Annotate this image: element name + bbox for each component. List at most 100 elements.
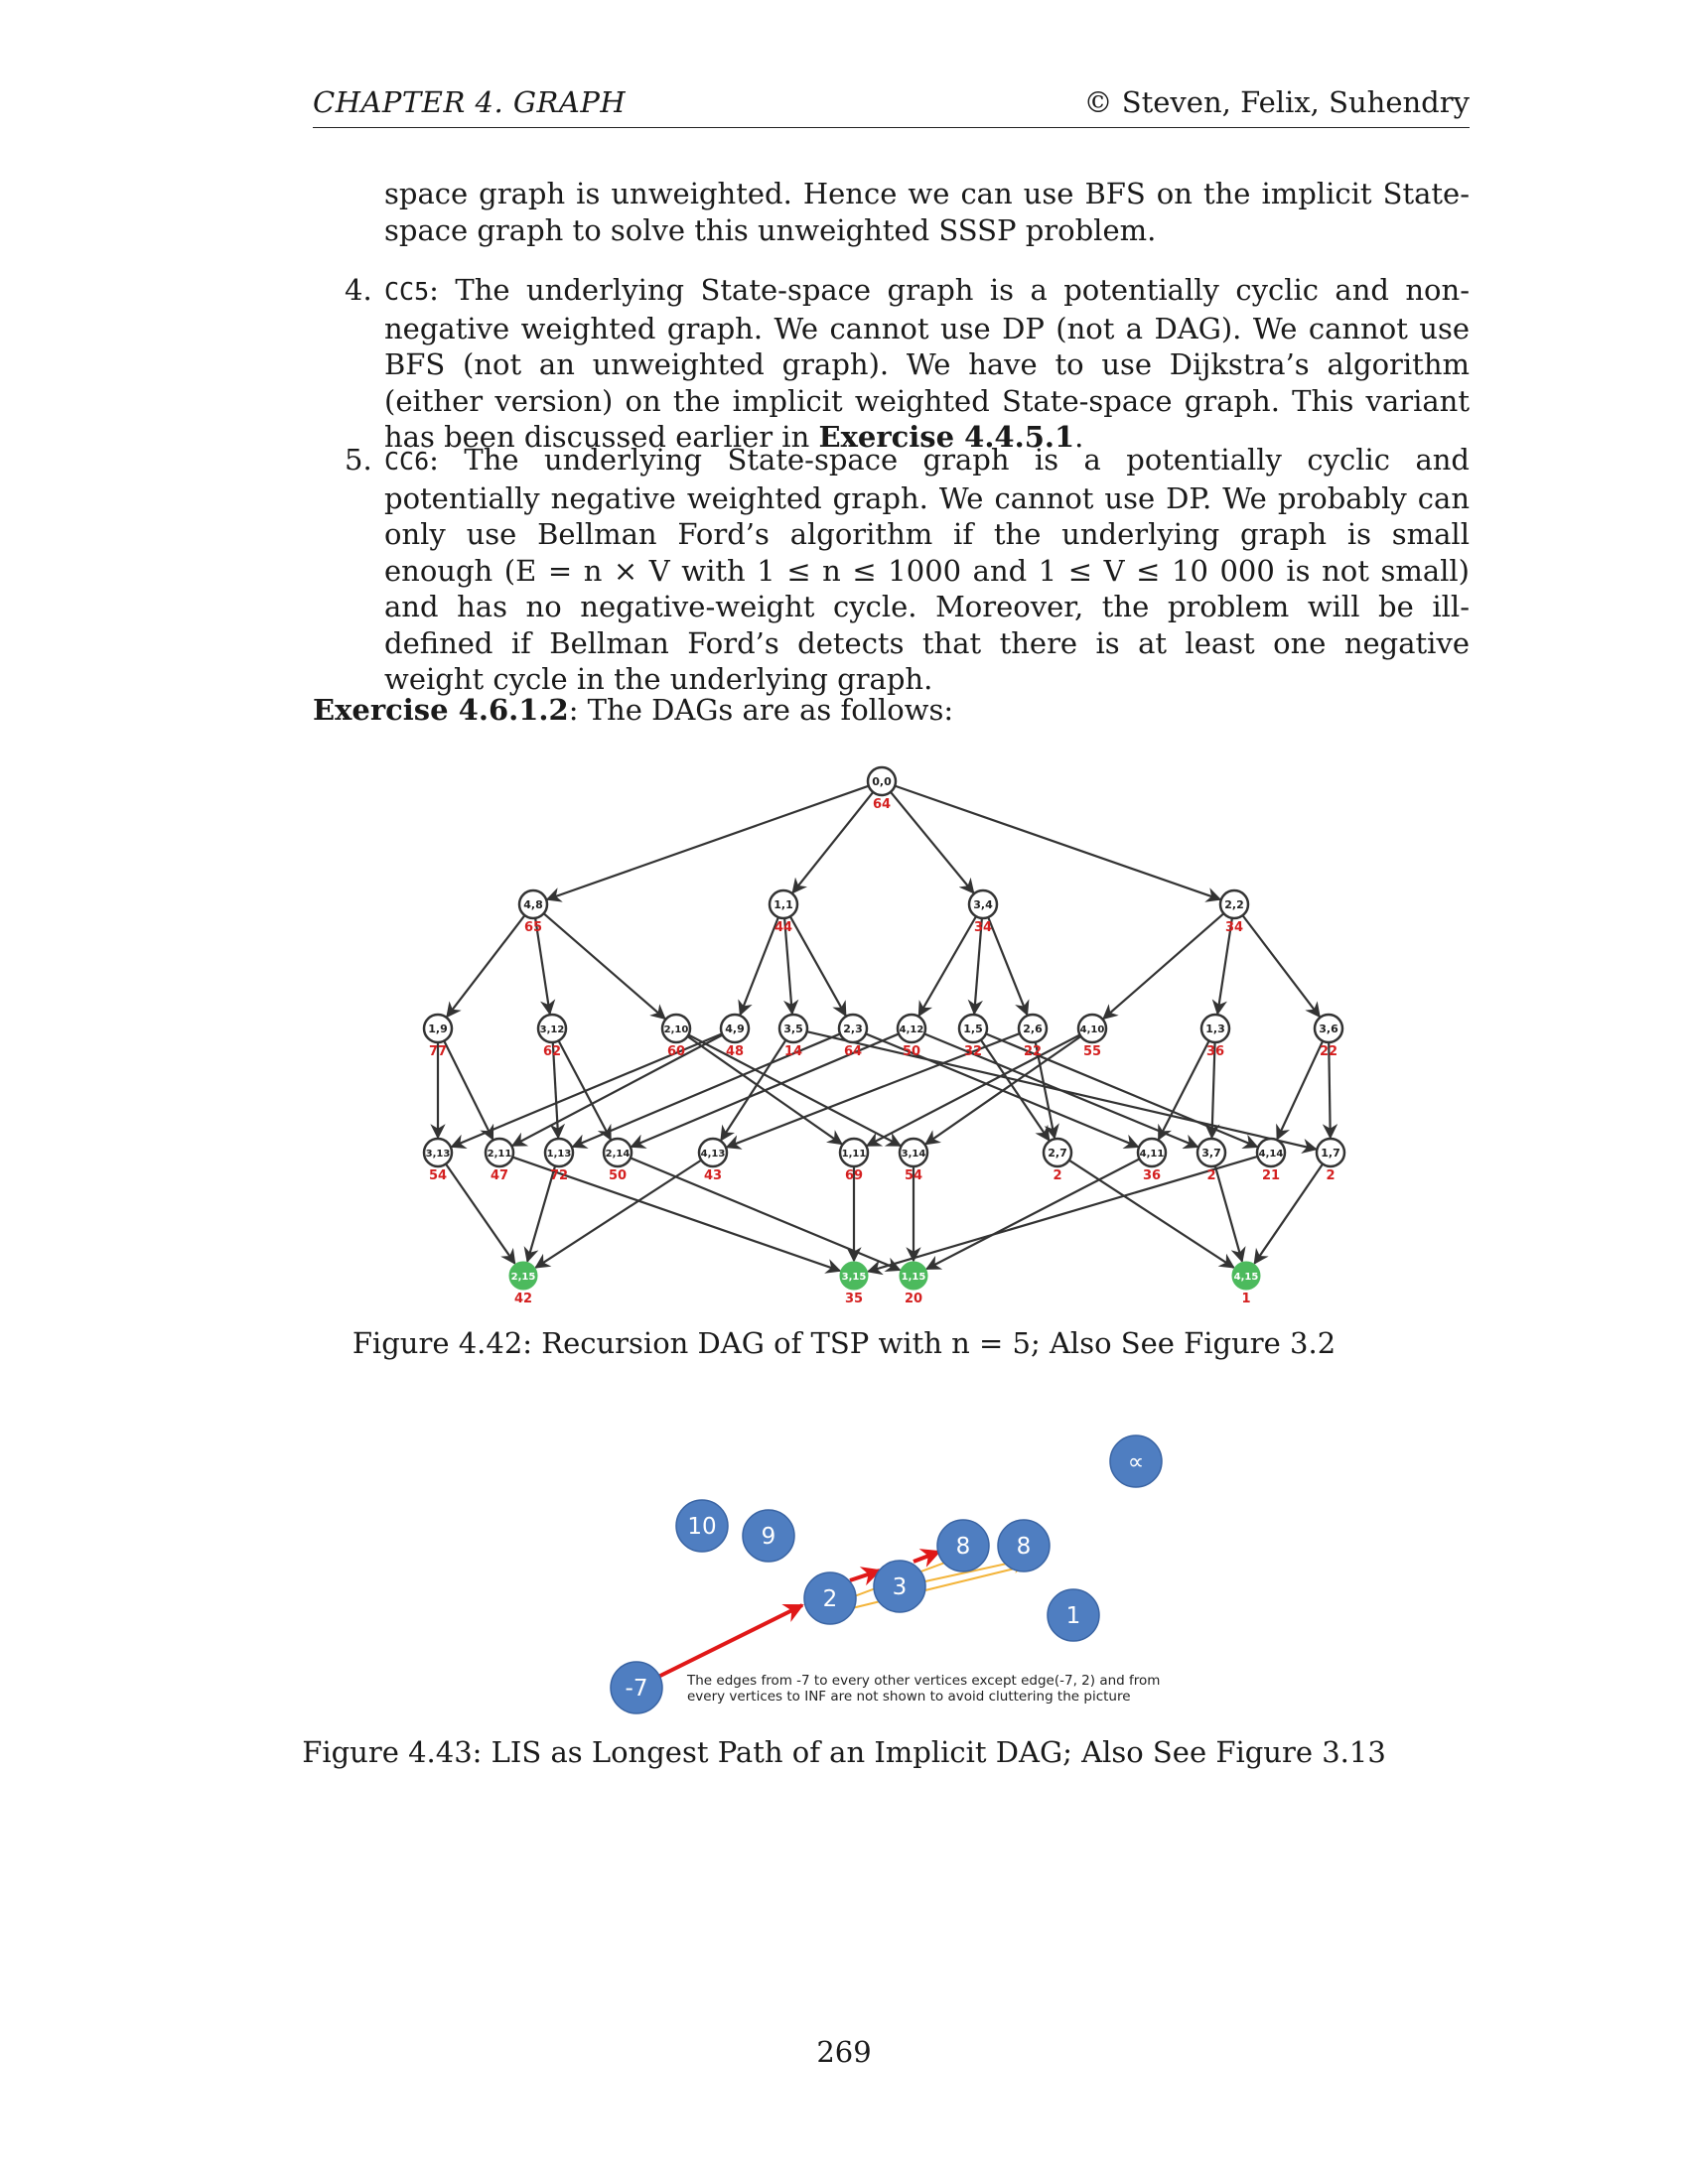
dag-node: 1,3 36	[1199, 1013, 1231, 1059]
dag-edge	[1068, 1159, 1235, 1269]
dag-node-circle	[1076, 1013, 1108, 1044]
lis-edge	[657, 1603, 804, 1679]
copyright-notice: © Steven, Felix, Suhendry	[1083, 85, 1470, 119]
dag-node: 4,948	[719, 1013, 751, 1059]
lis-node: 8	[936, 1519, 990, 1572]
lis-node-circle	[1047, 1588, 1100, 1642]
dag-node-label: 4,11	[1140, 1149, 1165, 1160]
dag-node-value: 50	[903, 1044, 920, 1059]
lis-node: ∝	[1109, 1434, 1163, 1488]
dag-node-value: 62	[543, 1044, 561, 1059]
dag-edge	[783, 917, 799, 1016]
lis-edge	[911, 1558, 1022, 1585]
dag-node-circle	[508, 1261, 538, 1291]
tsp-recursion-dag: 0,0644,8651,1443,4342,2341,9773,12622,10…	[422, 765, 1346, 1306]
dag-node-circle	[543, 1137, 575, 1168]
dag-node-value: 36	[1206, 1044, 1224, 1059]
lis-node-label: 8	[956, 1534, 971, 1560]
dag-node-value: 14	[784, 1044, 802, 1059]
dag-edge	[687, 1033, 903, 1148]
lis-node-label: 1	[1066, 1603, 1081, 1629]
lis-note-line1: The edges from -7 to every other vertice…	[686, 1673, 1160, 1689]
lis-node: 1	[1047, 1588, 1100, 1642]
dag-node-label: 1,9	[428, 1023, 448, 1035]
dag-node-value: 21	[1262, 1168, 1280, 1183]
dag-node-label: 3,6	[1319, 1023, 1338, 1035]
dag-edge	[738, 916, 779, 1017]
dag-node-circle	[1255, 1137, 1287, 1168]
dag-node-label: 4,8	[523, 898, 543, 911]
lis-node-label: ∝	[1128, 1449, 1144, 1475]
dag-node-circle	[602, 1137, 633, 1168]
item-number: 4.	[345, 273, 372, 307]
dag-node-label: 2,7	[1048, 1147, 1067, 1160]
item-code: CC5	[384, 277, 430, 306]
figure-4-43-caption: Figure 4.43: LIS as Longest Path of an I…	[302, 1735, 1386, 1769]
dag-node: 2,234	[1218, 888, 1250, 935]
lis-node-circle	[610, 1661, 663, 1714]
dag-node-value: 72	[550, 1168, 568, 1183]
lis-node: 10	[675, 1499, 729, 1553]
lis-node-circle	[936, 1519, 990, 1572]
lis-node: 9	[742, 1509, 795, 1563]
dag-node-value: 42	[514, 1292, 532, 1306]
dag-node: 4,8 65	[517, 888, 549, 935]
dag-node: 3,5 14	[777, 1013, 809, 1059]
dag-node: 1,144	[768, 888, 799, 935]
dag-node-value: 22	[1024, 1044, 1042, 1059]
dag-edge	[924, 1158, 1141, 1271]
dag-edge	[1034, 1041, 1059, 1140]
dag-node-circle	[660, 1013, 692, 1044]
lis-node-circle	[742, 1509, 795, 1563]
dag-edge	[865, 1033, 1081, 1148]
dag-node-circle	[1199, 1013, 1231, 1044]
dag-node-label: 1,5	[963, 1023, 983, 1035]
dag-node-value: 35	[845, 1292, 863, 1306]
running-header: CHAPTER 4. GRAPH © Steven, Felix, Suhend…	[313, 83, 1470, 128]
dag-edge	[725, 1032, 1021, 1150]
dag-node-label: 4,13	[701, 1149, 726, 1160]
dag-edge	[1157, 1039, 1210, 1142]
item-number: 5.	[345, 443, 372, 477]
dag-node-label: 1,3	[1205, 1023, 1225, 1035]
dag-edge	[924, 1035, 1082, 1146]
dag-node-value: 47	[491, 1168, 508, 1183]
dag-edge	[534, 1159, 702, 1269]
intro-paragraph: space graph is unweighted. Hence we can …	[384, 177, 1470, 247]
dag-edge	[1102, 912, 1225, 1021]
item-code: CC6	[384, 447, 430, 476]
dag-node-label: 2,10	[664, 1024, 689, 1035]
dag-node-circle	[422, 1013, 454, 1044]
dag-node: 1,977	[422, 1013, 454, 1059]
dag-node-value: 55	[1083, 1044, 1101, 1059]
dag-edge	[1204, 1041, 1220, 1140]
dag-node-label: 1,15	[902, 1272, 926, 1283]
lis-node: 8	[997, 1519, 1051, 1572]
dag-edge	[511, 1156, 842, 1274]
dag-node: 2,72	[1042, 1137, 1073, 1183]
list-item: 5. CC6: The underlying State-space graph…	[345, 442, 1470, 698]
dag-node: 3,434	[967, 888, 999, 935]
dag-edge	[1211, 917, 1233, 1016]
dag-node-value: 22	[1320, 1044, 1337, 1059]
dag-node-label: 3,5	[783, 1023, 803, 1035]
item-bold-ref: Exercise 4.4.5.1	[818, 420, 1075, 454]
dag-node-value: 65	[524, 920, 542, 935]
dag-edge	[720, 1039, 787, 1142]
list-item: 4. CC5: The underlying State-space graph…	[345, 272, 1470, 456]
dag-node-label: 2,3	[843, 1023, 863, 1035]
dag-edge	[571, 1032, 841, 1149]
chapter-title: CHAPTER 4. GRAPH	[313, 85, 627, 119]
dag-node-label: 4,12	[900, 1024, 924, 1035]
lis-node-circle	[675, 1499, 729, 1553]
dag-node-value: 54	[429, 1168, 447, 1183]
item-body: CC6: The underlying State-space graph is…	[384, 442, 1470, 698]
